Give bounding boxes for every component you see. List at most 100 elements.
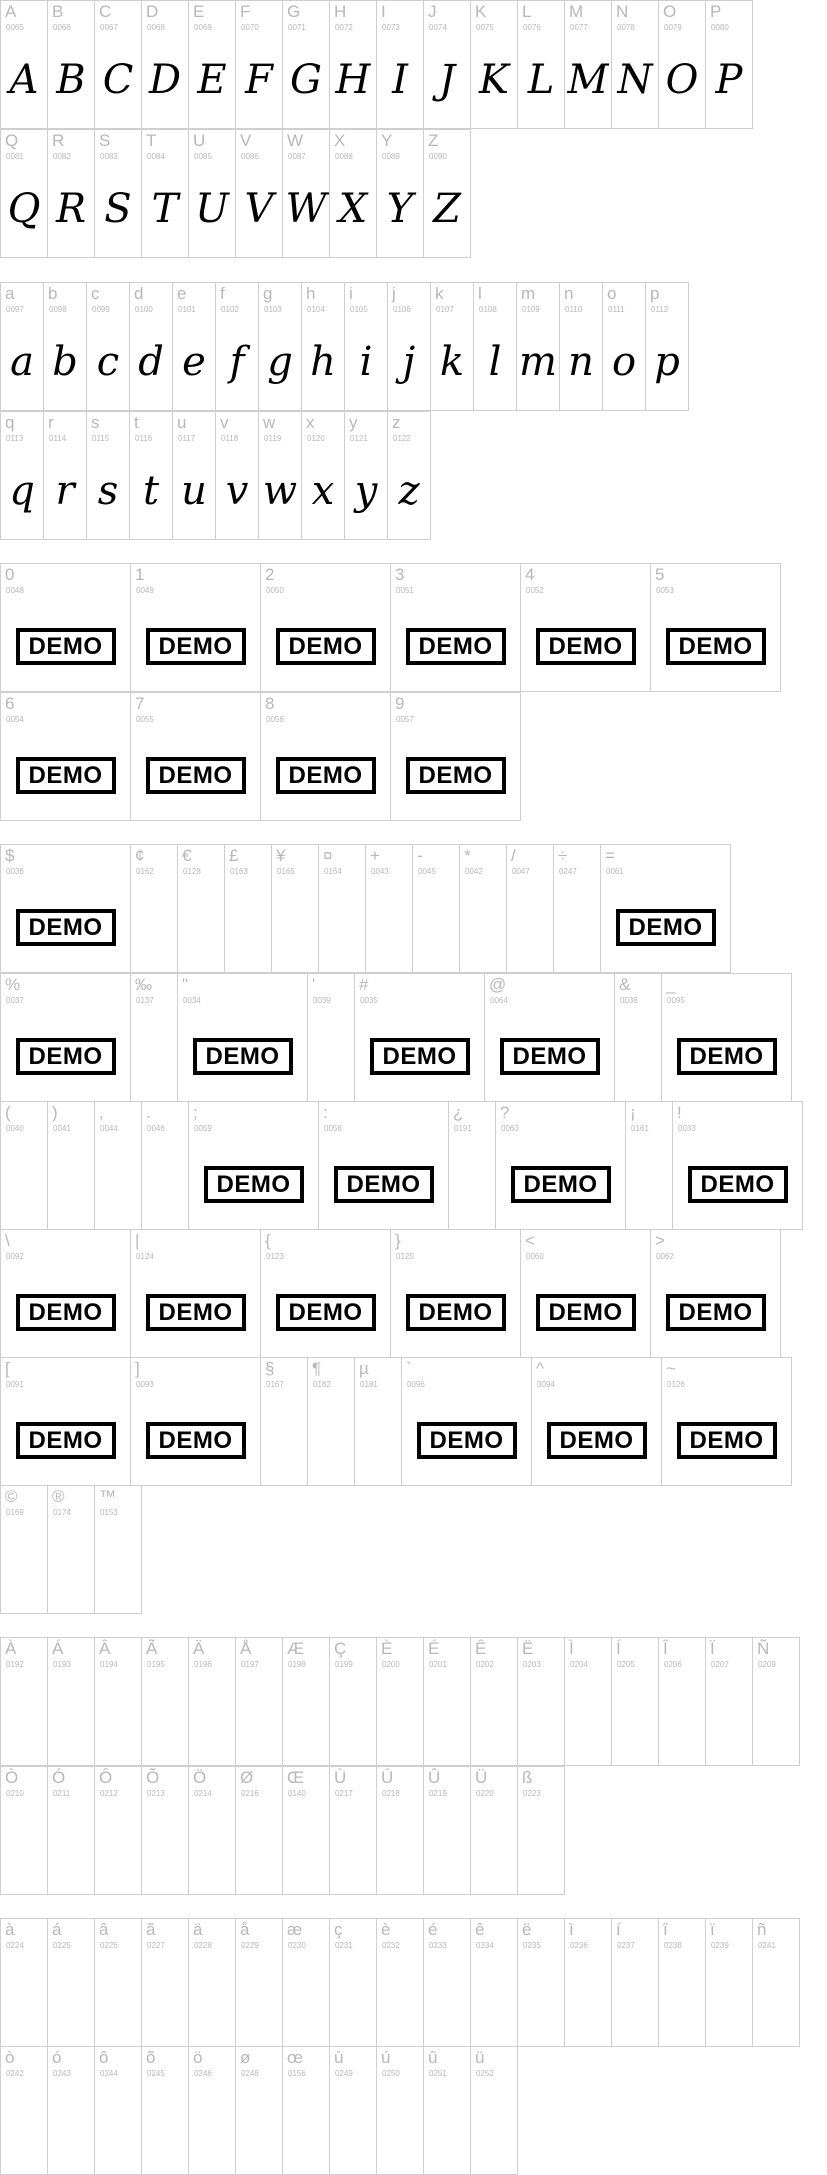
character-code: 0075 — [476, 23, 494, 32]
character-code: 0094 — [537, 1380, 555, 1389]
character-code: 0085 — [194, 152, 212, 161]
character-code: 0246 — [194, 2069, 212, 2078]
character-label: 9 — [395, 694, 405, 713]
character-label: Ë — [522, 1639, 534, 1658]
character-code: 0073 — [382, 23, 400, 32]
glyph-cell: +0043 — [365, 844, 413, 973]
glyph-preview: N — [617, 57, 653, 103]
character-code: 0068 — [147, 23, 165, 32]
character-label: c — [91, 284, 100, 303]
character-code: 0102 — [221, 305, 239, 314]
character-label: 0 — [5, 565, 15, 584]
character-code: 0084 — [147, 152, 165, 161]
character-label: 7 — [135, 694, 145, 713]
character-code: 0204 — [570, 1660, 588, 1669]
glyph-preview: X — [338, 186, 368, 232]
character-label: ) — [52, 1103, 58, 1122]
character-label: õ — [146, 2048, 156, 2067]
character-label: - — [417, 846, 423, 865]
character-label: T — [146, 131, 157, 150]
character-code: 0194 — [100, 1660, 118, 1669]
character-code: 0213 — [147, 1789, 165, 1798]
character-code: 0092 — [6, 1252, 24, 1261]
character-code: 0087 — [288, 152, 306, 161]
character-label: Ô — [99, 1768, 113, 1787]
character-code: 0100 — [135, 305, 153, 314]
character-label: Ñ — [757, 1639, 770, 1658]
character-code: 0231 — [335, 1941, 353, 1950]
glyph-cell: (0040 — [0, 1101, 48, 1230]
glyph-preview: g — [267, 339, 293, 385]
character-code: 0112 — [651, 305, 669, 314]
character-code: 0083 — [100, 152, 118, 161]
glyph-preview: A — [9, 57, 39, 103]
character-label: Œ — [287, 1768, 304, 1787]
character-code: 0086 — [241, 152, 259, 161]
character-label: ^ — [536, 1359, 544, 1378]
character-code: 0252 — [476, 2069, 494, 2078]
character-code: 0088 — [335, 152, 353, 161]
character-label: M — [569, 2, 584, 21]
character-label: ì — [569, 1920, 574, 1939]
character-label: £ — [229, 846, 239, 865]
character-label: N — [616, 2, 629, 21]
character-label: f — [220, 284, 225, 303]
glyph-cell: ¶0182 — [307, 1357, 355, 1486]
character-code: 0041 — [53, 1124, 71, 1133]
glyph-preview: e — [182, 339, 206, 385]
character-code: 0156 — [288, 2069, 306, 2078]
character-code: 0226 — [100, 1941, 118, 1950]
glyph-cell: *0042 — [459, 844, 507, 973]
character-label: # — [359, 975, 369, 994]
demo-placeholder-badge: DEMO — [145, 1422, 246, 1459]
character-code: 0116 — [135, 434, 153, 443]
glyph-preview: r — [55, 468, 75, 514]
character-label: < — [525, 1231, 535, 1250]
character-code: 0121 — [350, 434, 368, 443]
character-code: 0040 — [6, 1124, 24, 1133]
character-label: p — [650, 284, 660, 303]
character-label: É — [428, 1639, 440, 1658]
character-label: Î — [663, 1639, 668, 1658]
character-code: 0069 — [194, 23, 212, 32]
character-code: 0241 — [758, 1941, 776, 1950]
character-code: 0099 — [92, 305, 110, 314]
character-label: Æ — [287, 1639, 304, 1658]
glyph-cell: ¿0191 — [448, 1101, 496, 1230]
character-code: 0078 — [617, 23, 635, 32]
